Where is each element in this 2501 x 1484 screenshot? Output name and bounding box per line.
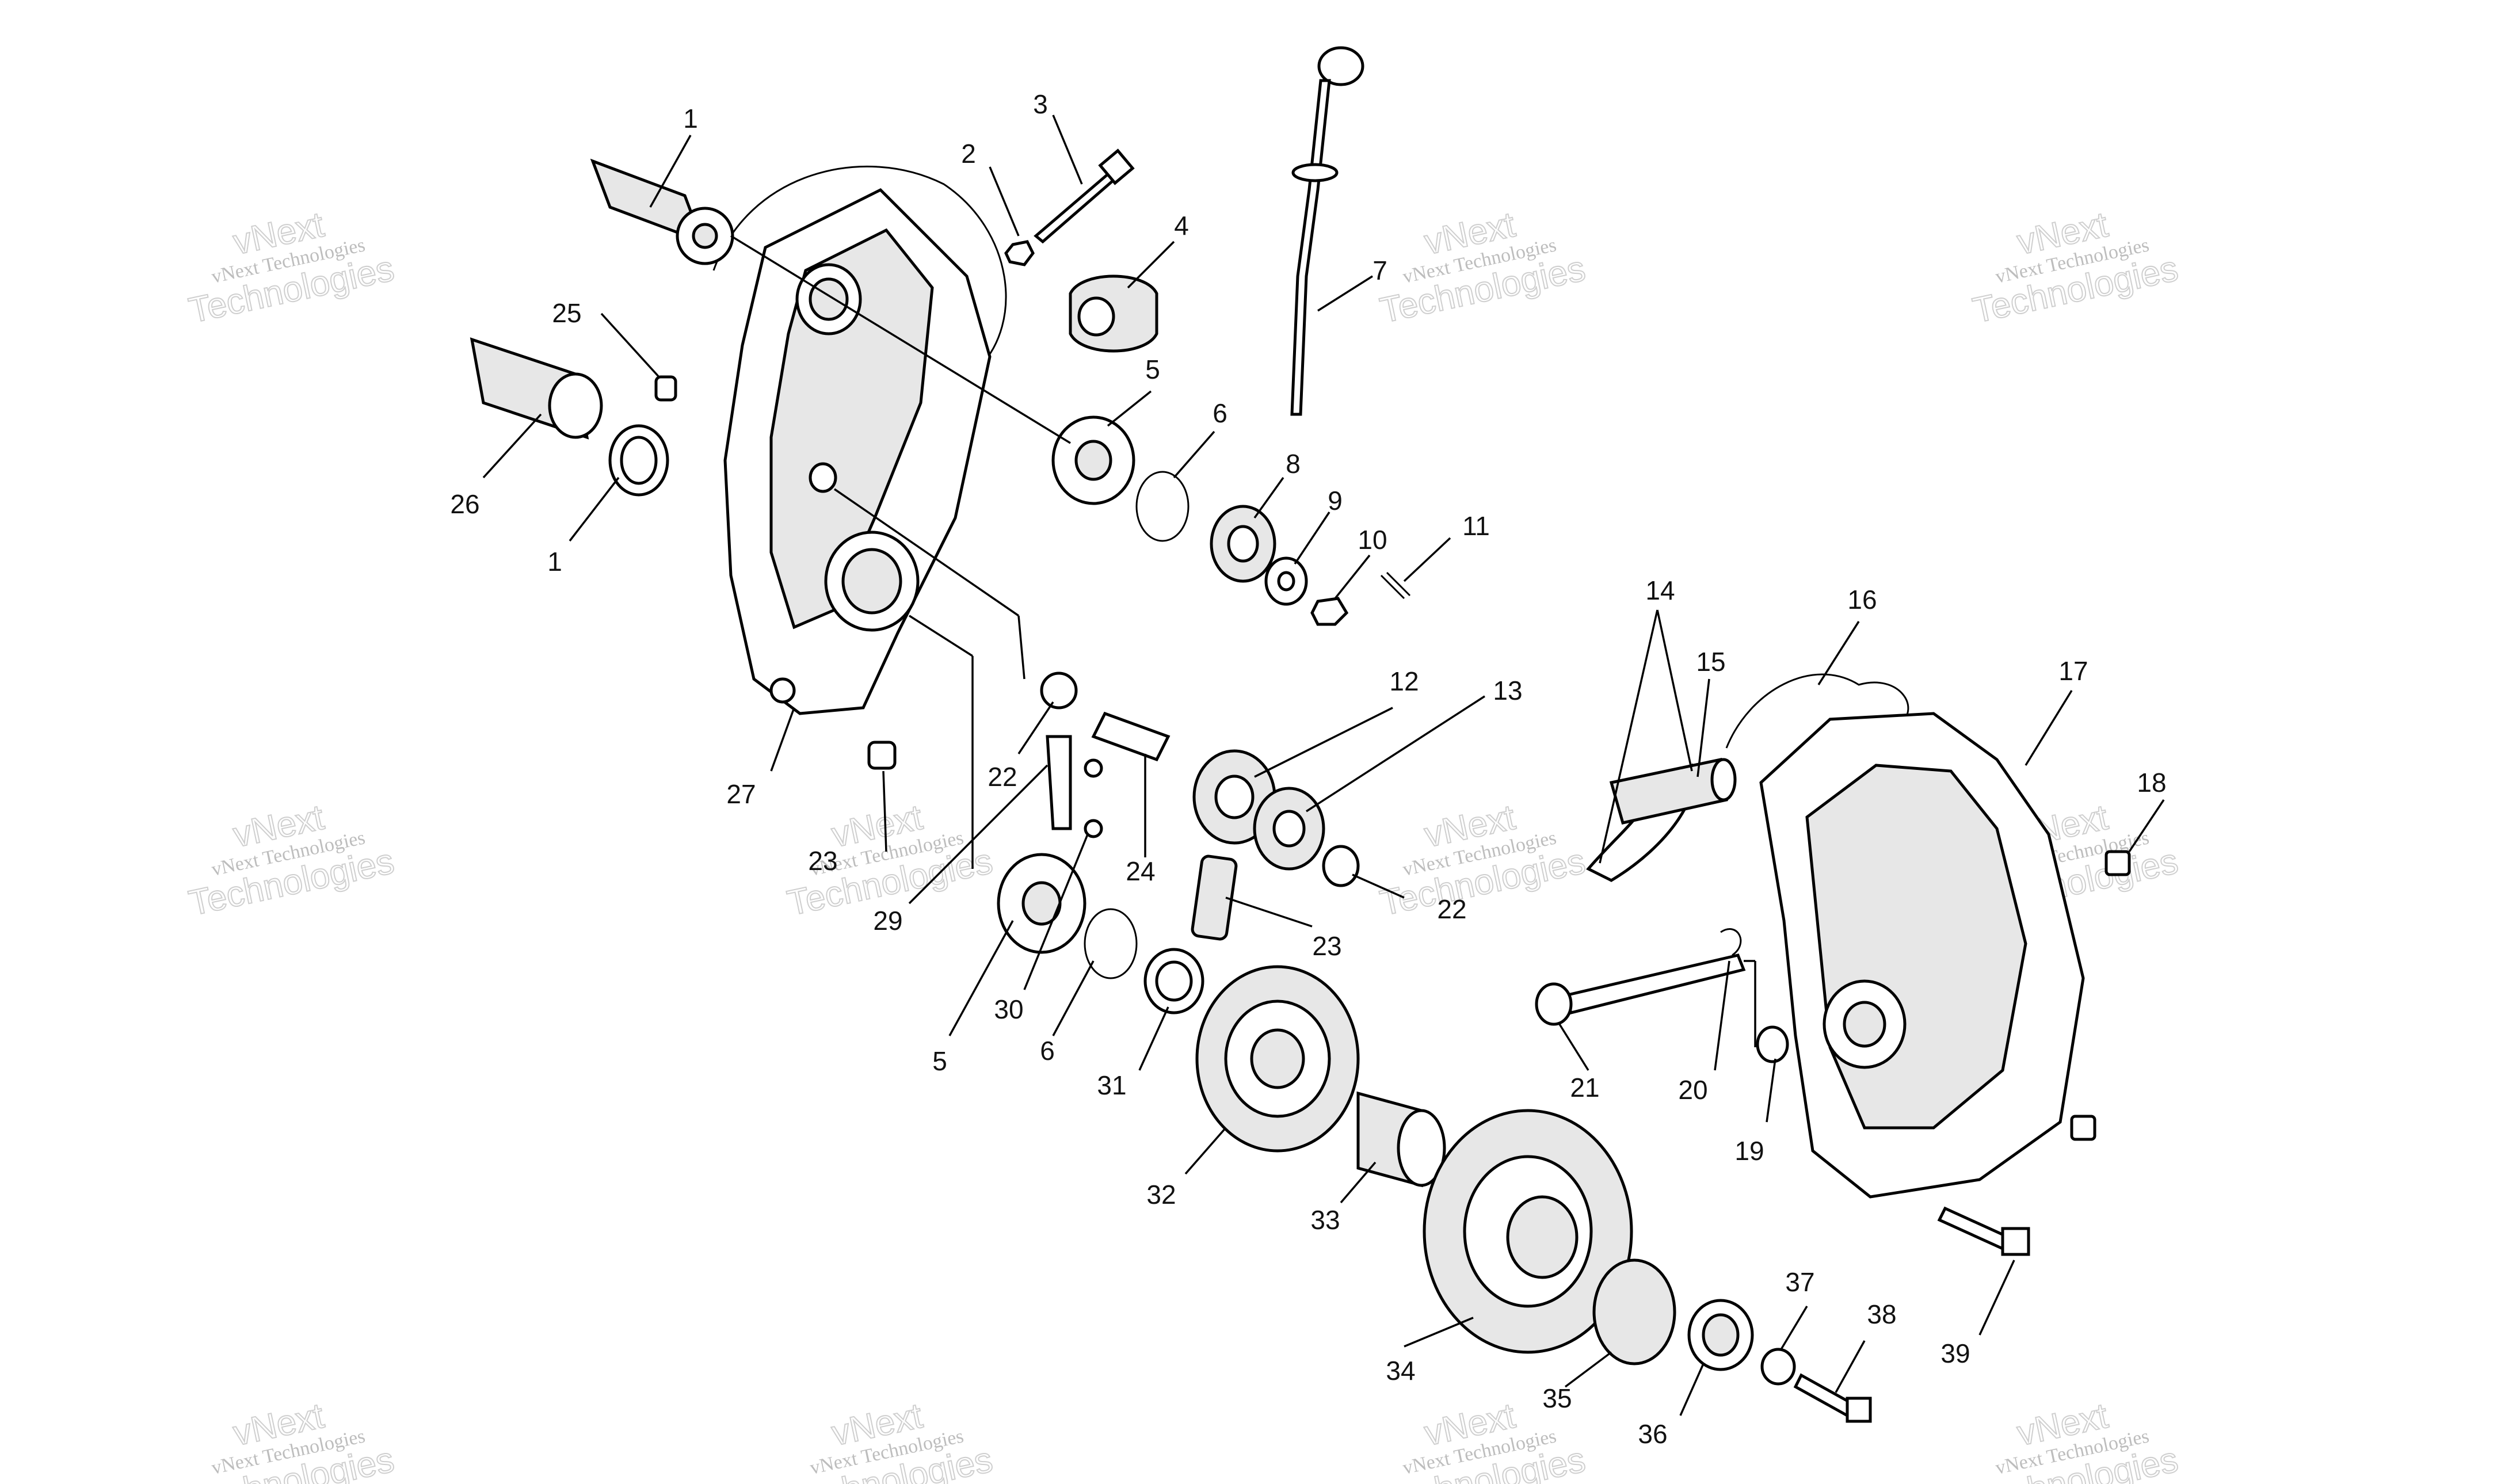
callout-7: 7: [1372, 255, 1387, 285]
part-washer-37: [1760, 1348, 1796, 1386]
part-snapring-6-upper: [1135, 471, 1190, 542]
callout-24: 24: [1126, 856, 1155, 886]
callout-23-left: 23: [808, 846, 837, 876]
part-shift-shaft-21: [1535, 953, 1746, 1026]
callout-1-top: 1: [683, 104, 698, 133]
callout-27: 27: [726, 779, 756, 809]
part-shaft-upper: [590, 158, 734, 265]
part-bolt-18: [2104, 850, 2131, 876]
callout-22-top: 22: [988, 762, 1017, 792]
callout-6-top: 6: [1213, 398, 1227, 428]
part-pin-25: [654, 375, 677, 402]
part-nut-2: [1004, 240, 1035, 266]
part-washer-22-upper: [1040, 672, 1078, 709]
callout-36: 36: [1638, 1419, 1667, 1449]
callout-6-bottom: 6: [1040, 1036, 1055, 1066]
part-washer-31: [1143, 948, 1204, 1014]
part-pin-24: [1091, 711, 1171, 762]
part-gasket-16: [1725, 673, 1909, 749]
callout-14: 14: [1645, 575, 1675, 605]
callout-23-right: 23: [1312, 931, 1341, 961]
part-clip-22: [1046, 735, 1072, 830]
part-gear-32: [1195, 965, 1360, 1153]
callout-11: 11: [1462, 511, 1490, 541]
callout-37: 37: [1785, 1267, 1814, 1297]
part-bearing-5-upper: [1051, 415, 1135, 505]
callout-16: 16: [1847, 585, 1877, 615]
callout-9: 9: [1328, 486, 1343, 516]
part-spring-35: [1592, 1258, 1676, 1365]
callout-8: 8: [1286, 449, 1301, 479]
callout-20: 20: [1678, 1075, 1707, 1105]
watermark-mid-left: vNext vNext Technologies Technologies: [185, 797, 398, 924]
part-bolt-39: [1937, 1206, 2030, 1256]
part-shaft-26: [470, 337, 603, 440]
leader-lines: [482, 115, 2165, 1416]
part-bolt-38: [1793, 1373, 1872, 1423]
callout-38: 38: [1867, 1299, 1896, 1329]
part-plug-23: [867, 741, 897, 770]
callout-25: 25: [552, 298, 581, 328]
watermark-top-mid: vNext vNext Technologies Technologies: [1376, 204, 1589, 331]
watermark-mid-mid: vNext vNext Technologies Technologies: [1376, 797, 1589, 924]
callout-10: 10: [1358, 525, 1387, 555]
callout-19: 19: [1734, 1136, 1764, 1166]
callout-labels: 1 2 3 4 7 5 6 8 9 10 11 25 26 1 12 13 14…: [450, 89, 2166, 1449]
part-clip-20: [1720, 928, 1742, 956]
watermark-bottom-right: vNext vNext Technologies Technologies: [1969, 1395, 2182, 1484]
callout-3: 3: [1033, 89, 1048, 119]
callout-17: 17: [2058, 656, 2088, 686]
watermark-bottom-left: vNext vNext Technologies Technologies: [185, 1395, 398, 1484]
part-plug-36: [1687, 1299, 1754, 1371]
part-dipstick-7: [1290, 46, 1364, 416]
callout-29: 29: [873, 906, 902, 936]
callout-15: 15: [1696, 647, 1725, 677]
callout-21: 21: [1570, 1073, 1599, 1102]
part-seal-lower: [608, 424, 669, 497]
part-bolt-3: [1034, 148, 1135, 244]
part-chain-23: [1191, 854, 1238, 941]
part-washer-22-lower: [1322, 845, 1360, 887]
callout-1-bottom: 1: [547, 547, 562, 577]
callout-18: 18: [2137, 768, 2166, 798]
part-washer-19: [1756, 1025, 1789, 1063]
callout-31: 31: [1097, 1070, 1126, 1100]
callout-35: 35: [1542, 1383, 1572, 1413]
callout-5-bottom: 5: [932, 1046, 947, 1076]
watermark-top-left: vNext vNext Technologies Technologies: [185, 204, 398, 331]
part-gear-13: [1253, 787, 1325, 871]
watermark-bottom-center: vNext vNext Technologies Technologies: [783, 1395, 996, 1484]
callout-5-top: 5: [1145, 354, 1160, 384]
part-washer-9: [1264, 556, 1308, 606]
part-snapring-6-lower: [1084, 908, 1138, 979]
callout-39: 39: [1940, 1338, 1970, 1368]
part-bearing-5-lower: [997, 853, 1086, 954]
callout-22-right: 22: [1437, 894, 1466, 924]
part-screw-small-upper: [1084, 758, 1103, 778]
part-nut-10: [1310, 597, 1349, 626]
part-sprocket-34: [1423, 1109, 1633, 1354]
callout-32: 32: [1146, 1180, 1176, 1210]
part-bolt-right: [2070, 1115, 2096, 1141]
watermark-top-right: vNext vNext Technologies Technologies: [1969, 204, 2182, 331]
callout-34: 34: [1386, 1356, 1415, 1386]
part-bearing-33: [1356, 1091, 1446, 1188]
watermark-bottom-mid: vNext vNext Technologies Technologies: [1376, 1395, 1589, 1484]
callout-33: 33: [1310, 1205, 1340, 1235]
part-cotterpin-11: [1380, 571, 1411, 600]
case-cover-17: [1759, 712, 2085, 1199]
callout-26: 26: [450, 489, 479, 519]
case-housing-left: [712, 165, 1007, 715]
part-damper-4: [1069, 274, 1158, 353]
part-screw-small-lower: [1084, 819, 1103, 838]
part-gear-8: [1210, 505, 1276, 583]
callout-2: 2: [961, 139, 976, 169]
callout-4: 4: [1174, 211, 1189, 241]
callout-12: 12: [1389, 666, 1419, 696]
callout-13: 13: [1493, 676, 1522, 705]
callout-30: 30: [994, 994, 1023, 1024]
